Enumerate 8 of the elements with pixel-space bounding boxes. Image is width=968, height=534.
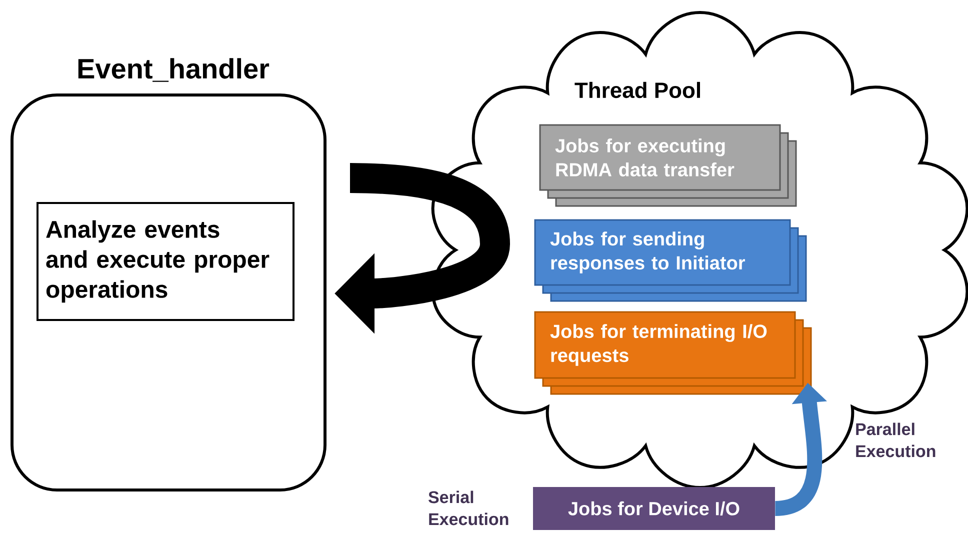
- job-stack: Jobs for terminating I/O requests: [534, 311, 812, 395]
- side-note: Serial Execution: [428, 490, 508, 526]
- job-stack: Jobs for executing RDMA data transfer: [539, 124, 797, 207]
- job-box: Jobs for Device I/O: [533, 486, 775, 530]
- node-label: Event_handler: [78, 58, 270, 82]
- job-stack: Jobs for sending responses to Initiator: [534, 219, 807, 302]
- process-box: Analyze events and execute proper operations: [36, 202, 294, 321]
- edge-label: Parallel Execution: [856, 422, 936, 458]
